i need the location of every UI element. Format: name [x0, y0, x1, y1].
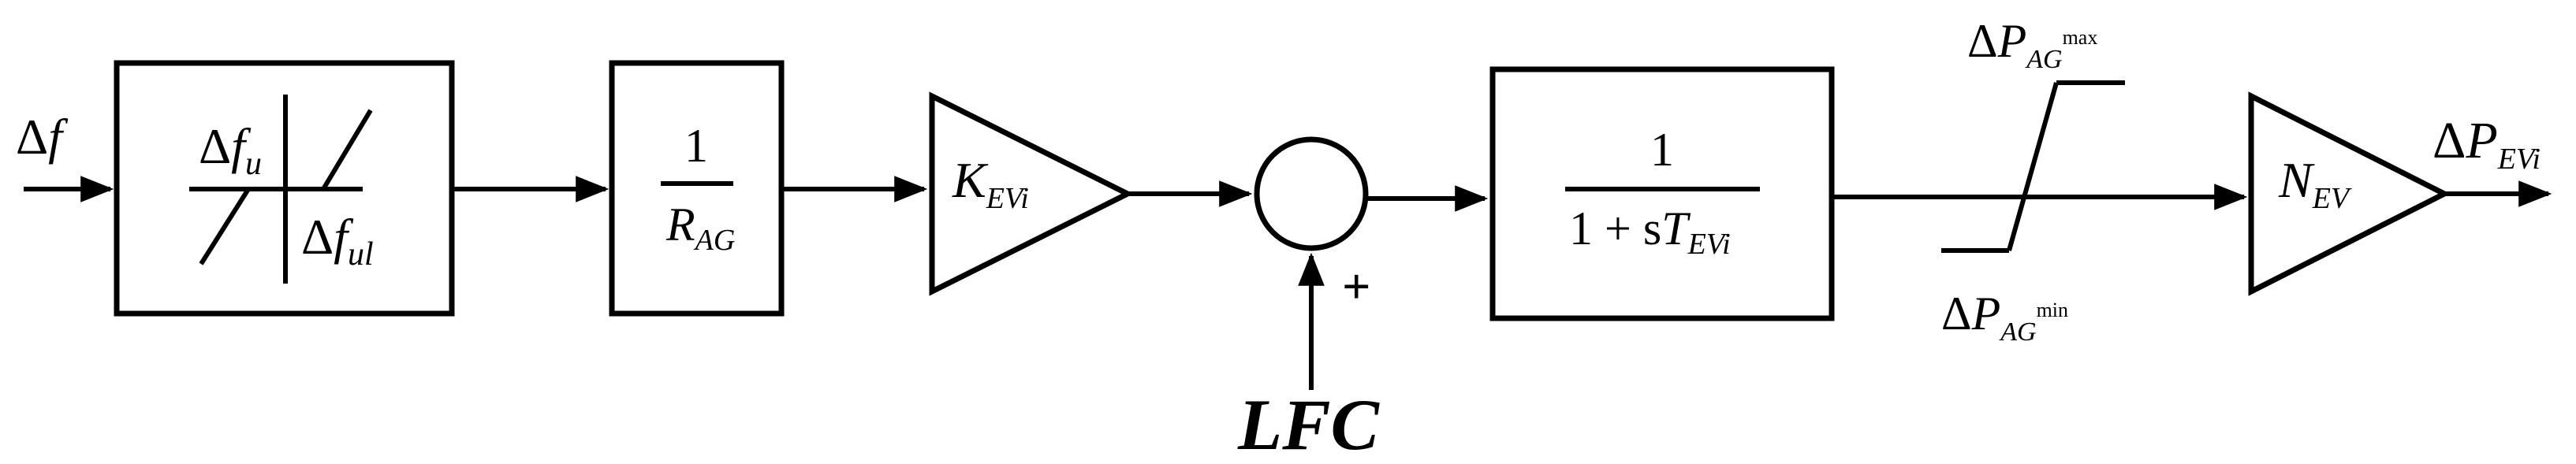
nev-label: NEV — [2278, 152, 2352, 215]
kevi-label: KEVi — [952, 152, 1029, 215]
summer-plus-sign: + — [1342, 258, 1370, 314]
droop-gain-block — [609, 60, 785, 317]
lfc-label: LFC — [1237, 384, 1381, 464]
droop-numerator: 1 — [684, 120, 708, 172]
limiter-max-label: ΔPAGmax — [1967, 15, 2097, 74]
deadband-characteristic — [189, 95, 373, 284]
deadband-lower-label: Δful — [301, 209, 374, 273]
kevi-gain-triangle — [929, 91, 1134, 296]
input-label: Δf — [16, 109, 69, 165]
lag-denominator: 1 + sTEVi — [1569, 202, 1731, 261]
rate-limiter-characteristic — [1941, 80, 2125, 253]
droop-denominator: RAG — [665, 199, 735, 257]
deadband-upper-label: Δfu — [199, 118, 262, 182]
summing-junction — [1254, 136, 1369, 251]
output-label: ΔPEVi — [2432, 112, 2541, 176]
limiter-min-label: ΔPAGmin — [1941, 288, 2068, 347]
ev-lag-block — [1489, 66, 1835, 321]
lag-numerator: 1 — [1650, 124, 1674, 176]
nev-gain-triangle — [2248, 91, 2451, 296]
